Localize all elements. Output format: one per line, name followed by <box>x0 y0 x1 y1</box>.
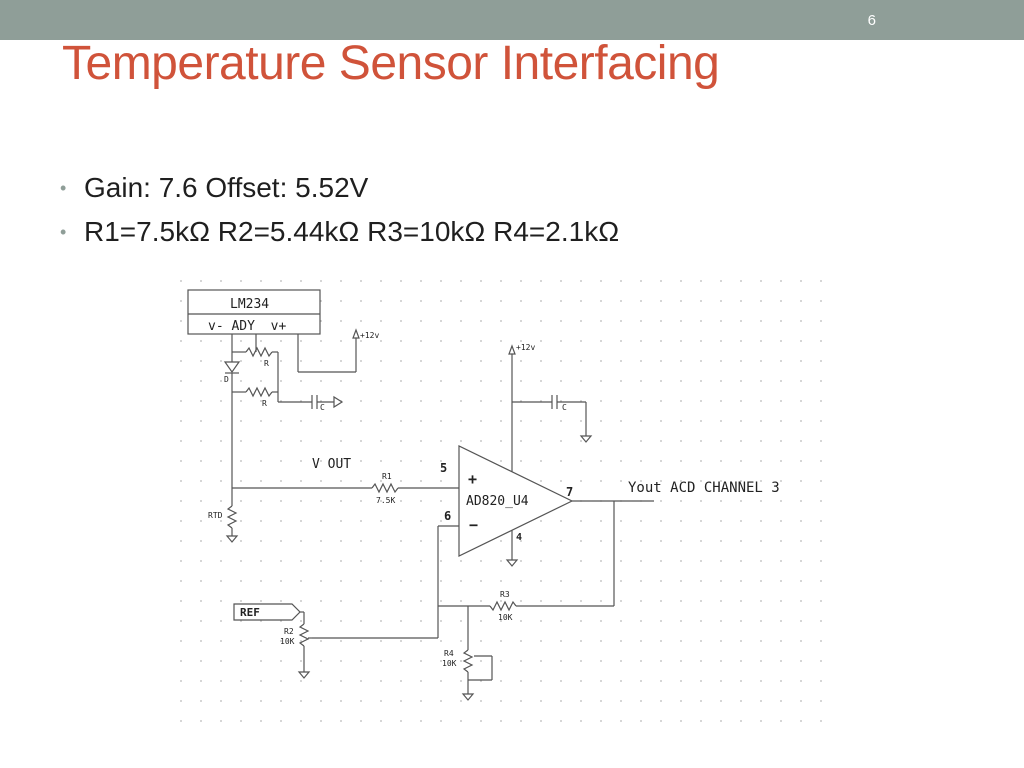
rtd-label: RTD <box>208 511 223 520</box>
slide-title: Temperature Sensor Interfacing <box>62 37 720 90</box>
top-bar <box>0 0 1024 40</box>
supply-2-arrow-icon <box>508 344 516 355</box>
r3-name: R3 <box>500 590 510 599</box>
r4-value: 10K <box>442 659 457 668</box>
diode-label: D <box>224 375 229 384</box>
bullet-text-resistors: R1=7.5kΩ R2=5.44kΩ R3=10kΩ R4=2.1kΩ <box>84 216 620 247</box>
ground-r2-icon <box>297 671 311 679</box>
sensor-name: LM234 <box>230 297 269 312</box>
resistor-r4-icon <box>462 649 474 673</box>
rtd-icon <box>226 505 238 529</box>
resistor-bottom-icon <box>245 386 273 398</box>
cap-2-label: C <box>562 403 567 412</box>
pin5-label: 5 <box>440 461 447 475</box>
ground-pin4-icon <box>505 559 519 567</box>
slide-number: 6 <box>867 12 876 29</box>
r3-value: 10K <box>498 613 513 622</box>
diode-icon <box>223 361 241 374</box>
supply-1-arrow-icon <box>352 328 360 339</box>
bullet-dot-icon: • <box>60 178 67 198</box>
vout-label: V OUT <box>312 457 351 472</box>
r1-name: R1 <box>382 472 392 481</box>
ref-label: REF <box>240 606 260 619</box>
ground-cap-icon <box>579 435 593 443</box>
opamp-plus: + <box>468 470 477 488</box>
resistor-r1-icon <box>371 482 399 494</box>
r1-value: 7.5K <box>376 496 395 505</box>
supply-2-label: +12v <box>516 343 535 352</box>
opamp-icon <box>458 445 574 557</box>
pin7-label: 7 <box>566 485 573 499</box>
output-label: Yout ACD CHANNEL 3 <box>628 480 780 496</box>
resistor-top-icon <box>245 346 273 358</box>
bullet-dot-icon: • <box>60 222 67 242</box>
sensor-pins: v- ADY v+ <box>208 319 286 334</box>
r4-name: R4 <box>444 649 454 658</box>
opamp-minus: − <box>469 516 478 534</box>
opamp-name: AD820_U4 <box>466 494 529 509</box>
cap-1-label: C <box>320 403 325 412</box>
resistor-r2-icon <box>298 623 310 647</box>
pin6-label: 6 <box>444 509 451 523</box>
ground-r4-icon <box>461 693 475 701</box>
res-bottom-label: R <box>262 399 267 408</box>
r2-value: 10K <box>280 637 295 646</box>
resistor-r3-icon <box>489 600 517 612</box>
bullet-text-gain-offset: Gain: 7.6 Offset: 5.52V <box>84 172 369 203</box>
ground-rtd-icon <box>225 535 239 543</box>
bullet-item: • Gain: 7.6 Offset: 5.52V <box>60 168 619 212</box>
r2-name: R2 <box>284 627 294 636</box>
res-top-label: R <box>264 359 269 368</box>
ref-tag-icon <box>233 603 301 621</box>
bullet-list: • Gain: 7.6 Offset: 5.52V • R1=7.5kΩ R2=5.… <box>60 168 619 256</box>
bullet-item: • R1=7.5kΩ R2=5.44kΩ R3=10kΩ R4=2.1kΩ <box>60 212 619 256</box>
lm234-box <box>187 289 321 335</box>
supply-1-label: +12v <box>360 331 379 340</box>
pin4-label: 4 <box>516 532 522 543</box>
ground-arrow-icon <box>333 395 344 409</box>
